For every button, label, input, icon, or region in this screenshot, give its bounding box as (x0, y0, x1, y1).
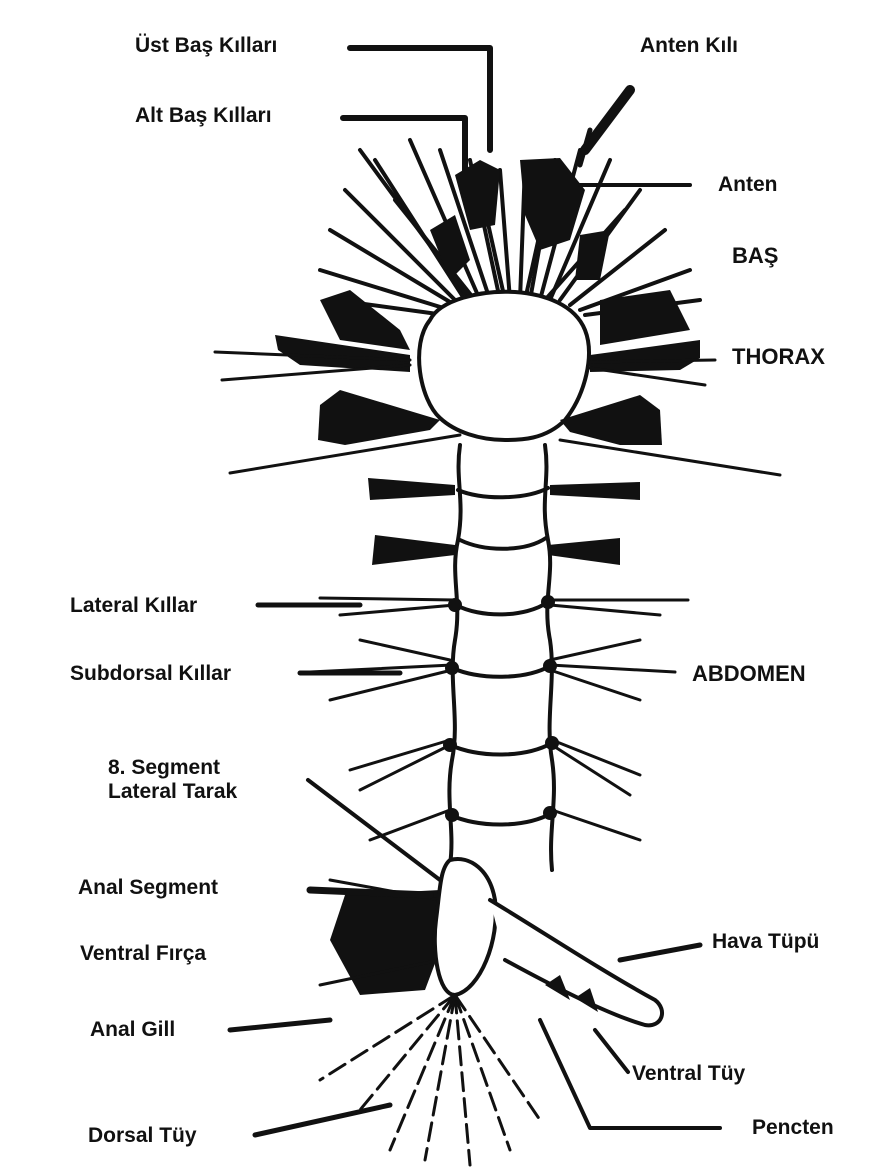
label-lateral-killar: Lateral Kıllar (70, 594, 197, 618)
label-segment8-line1: 8. Segment (108, 756, 220, 780)
segment-nodes (443, 595, 559, 822)
label-hava-tupu: Hava Tüpü (712, 930, 819, 954)
segment-bands (450, 488, 552, 825)
abdomen-body (449, 445, 554, 870)
label-segment8-line2: Lateral Tarak (108, 780, 237, 804)
thorax-right-brush (560, 290, 780, 475)
head-capsule (419, 292, 589, 440)
label-bas: BAŞ (732, 244, 778, 269)
label-anal-gill: Anal Gill (90, 1018, 175, 1042)
abdomen-tufts-left (310, 478, 455, 840)
label-abdomen: ABDOMEN (692, 662, 806, 687)
label-dorsal-tuy: Dorsal Tüy (88, 1124, 197, 1148)
label-anten-kili: Anten Kılı (640, 34, 738, 58)
antenna-bristle (585, 90, 630, 150)
dorsal-fan (320, 995, 540, 1165)
label-anten: Anten (718, 173, 778, 197)
label-ventral-tuy: Ventral Tüy (632, 1062, 745, 1086)
label-subdorsal-killar: Subdorsal Kıllar (70, 662, 231, 686)
siphon (490, 900, 662, 1025)
label-ust-bas-killari: Üst Baş Kılları (135, 34, 277, 58)
label-pencten: Pencten (752, 1116, 834, 1140)
label-thorax: THORAX (732, 345, 825, 370)
head-bristles (320, 140, 700, 315)
label-anal-segment: Anal Segment (78, 876, 218, 900)
label-ventral-firca: Ventral Fırça (80, 942, 206, 966)
abdomen-tufts-right (548, 482, 688, 840)
label-alt-bas-killari: Alt Baş Kılları (135, 104, 272, 128)
anal-segment (435, 859, 496, 995)
